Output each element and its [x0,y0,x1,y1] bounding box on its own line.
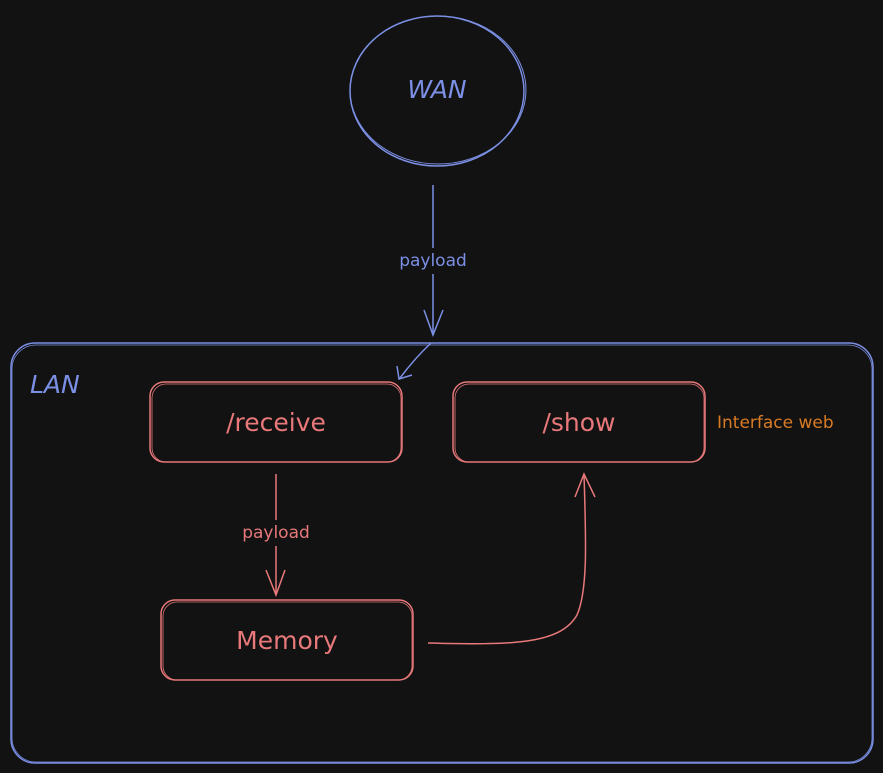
interface-web-annotation: Interface web [717,413,834,433]
edge-wan-to-lan-label: payload [399,251,467,271]
edge-memory-to-show [427,472,596,645]
lan-container[interactable]: LAN [10,342,874,764]
wan-node[interactable]: WAN [349,15,527,167]
memory-label: Memory [236,626,338,655]
show-node[interactable]: /show [452,381,706,463]
lan-label: LAN [30,370,80,399]
receive-label: /receive [226,408,326,437]
edge-receive-to-memory-label: payload [242,523,310,543]
wan-label: WAN [407,75,467,104]
edge-lan-to-receive [396,342,432,380]
receive-node[interactable]: /receive [149,381,403,463]
memory-node[interactable]: Memory [160,599,414,681]
show-label: /show [542,408,615,437]
edge-wan-to-lan: payload [399,185,467,338]
edge-receive-to-memory: payload [242,474,310,598]
